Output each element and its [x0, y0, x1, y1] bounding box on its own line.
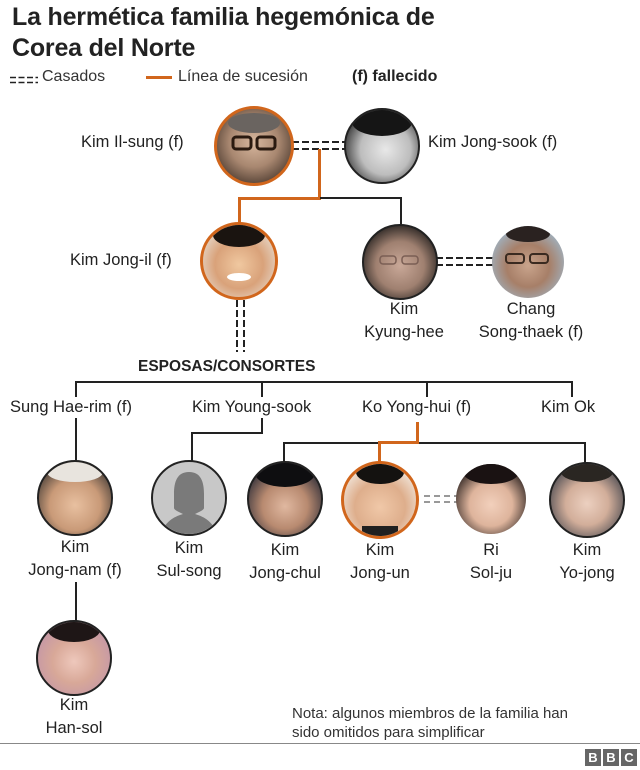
family-line	[75, 381, 77, 397]
succession-line	[378, 441, 381, 463]
person-label-kim-yo-jong: Kim Yo-jong	[537, 539, 637, 585]
portrait-photo-icon	[463, 464, 519, 484]
family-line	[191, 432, 193, 462]
title-line-1: La hermética familia hegemónica de	[12, 3, 435, 31]
succession-line-legend-icon	[146, 76, 172, 79]
consort-kim-ok: Kim Ok	[541, 398, 596, 416]
portrait-photo-icon	[505, 226, 550, 264]
person-label-kim-han-sol: Kim Han-sol	[24, 694, 124, 740]
legend-succession: Línea de sucesión	[178, 68, 308, 85]
page-title: La hermética familia hegemónica de Corea…	[12, 2, 435, 64]
marriage-connector	[236, 300, 245, 352]
consort-ko-yong-hui: Ko Yong-hui (f)	[362, 398, 472, 416]
title-line-2: Corea del Norte	[12, 34, 196, 62]
person-name-line: Kim	[59, 696, 89, 714]
family-line	[75, 381, 573, 383]
person-name-line: Song-thaek (f)	[478, 323, 584, 341]
person-name-line: Sol-ju	[469, 564, 513, 582]
portrait-photo-icon	[356, 464, 404, 536]
portrait-ri-sol-ju	[456, 464, 526, 534]
portrait-photo-icon	[48, 622, 100, 642]
succession-line	[378, 441, 419, 444]
person-label-kim-il-sung: Kim Il-sung (f)	[81, 133, 184, 151]
portrait-kim-sul-song	[151, 460, 227, 536]
portrait-photo-icon	[561, 464, 613, 482]
portrait-kim-jong-il	[200, 222, 278, 300]
family-line	[400, 197, 402, 225]
person-name-line: Kim	[174, 539, 204, 557]
portrait-photo-icon	[213, 225, 265, 281]
person-label-kim-jong-un: Kim Jong-un	[330, 539, 430, 585]
succession-line	[238, 197, 241, 225]
logo-letter: C	[621, 749, 637, 766]
portrait-kim-jong-nam	[37, 460, 113, 536]
person-name-line: Kim	[270, 541, 300, 559]
person-label-kim-jong-il: Kim Jong-il (f)	[70, 251, 172, 269]
person-name-line: Kim	[389, 300, 419, 318]
portrait-chang-song-thaek	[492, 226, 564, 298]
person-name-line: Jong-nam (f)	[28, 561, 122, 579]
person-name-line: Ri	[483, 541, 499, 559]
legend-married: Casados	[42, 68, 106, 85]
marriage-connector	[424, 495, 460, 503]
person-name-line: Kyung-hee	[364, 323, 444, 341]
family-line	[261, 418, 263, 434]
logo-letter: B	[603, 749, 619, 766]
family-line	[571, 381, 573, 397]
person-name-line: Kim	[60, 538, 90, 556]
portrait-kim-kyung-hee	[362, 224, 438, 300]
person-label-chang-song-thaek: Chang Song-thaek (f)	[466, 298, 596, 344]
family-line	[75, 582, 77, 622]
consort-sung-hae-rim: Sung Hae-rim (f)	[10, 398, 132, 416]
person-label-kim-jong-nam: Kim Jong-nam (f)	[15, 536, 135, 582]
succession-line	[416, 422, 419, 444]
person-label-kim-kyung-hee: Kim Kyung-hee	[362, 298, 446, 344]
succession-line	[238, 197, 321, 200]
person-name-line: Yo-jong	[559, 564, 615, 582]
portrait-kim-yo-jong	[549, 462, 625, 538]
bbc-logo: B B C	[585, 749, 637, 766]
family-line	[261, 381, 263, 397]
person-name-line: Chang	[506, 300, 556, 318]
dashed-line-legend-icon	[10, 76, 38, 84]
person-label-kim-jong-sook: Kim Jong-sook (f)	[428, 133, 558, 151]
silhouette-placeholder-icon	[161, 472, 217, 534]
person-name-line: Kim	[572, 541, 602, 559]
portrait-kim-il-sung	[214, 106, 294, 186]
portrait-kim-jong-chul	[247, 461, 323, 537]
family-line	[320, 197, 402, 199]
portrait-photo-icon	[352, 110, 412, 136]
footnote-line: sido omitidos para simplificar	[292, 724, 485, 741]
footnote: Nota: algunos miembros de la familia han…	[292, 704, 568, 742]
consort-kim-young-sook: Kim Young-sook	[192, 398, 312, 416]
family-line	[191, 432, 263, 434]
family-line	[584, 442, 586, 464]
portrait-kim-jong-un	[341, 461, 419, 539]
person-name-line: Han-sol	[45, 719, 103, 737]
family-line	[426, 381, 428, 397]
person-label-ri-sol-ju: Ri Sol-ju	[441, 539, 541, 585]
family-line	[75, 418, 77, 462]
legend-deceased: (f) fallecido	[352, 68, 438, 85]
footer-divider	[0, 743, 640, 744]
consorts-heading: ESPOSAS/CONSORTES	[138, 358, 316, 375]
person-name-line: Jong-chul	[249, 564, 321, 582]
portrait-kim-han-sol	[36, 620, 112, 696]
portrait-photo-icon	[228, 113, 280, 151]
person-name-line: Sul-song	[156, 562, 222, 580]
person-name-line: Jong-un	[350, 564, 410, 582]
portrait-kim-jong-sook	[344, 108, 420, 184]
person-name-line: Kim	[365, 541, 395, 559]
family-line	[283, 442, 585, 444]
portrait-photo-icon	[47, 462, 103, 482]
person-label-kim-jong-chul: Kim Jong-chul	[235, 539, 335, 585]
marriage-connector	[436, 257, 494, 266]
logo-letter: B	[585, 749, 601, 766]
footnote-line: Nota: algunos miembros de la familia han	[292, 705, 568, 722]
person-label-kim-sul-song: Kim Sul-song	[139, 537, 239, 583]
family-line	[283, 442, 285, 464]
portrait-photo-icon	[379, 255, 419, 265]
portrait-photo-icon	[255, 463, 315, 487]
succession-line	[318, 149, 321, 199]
